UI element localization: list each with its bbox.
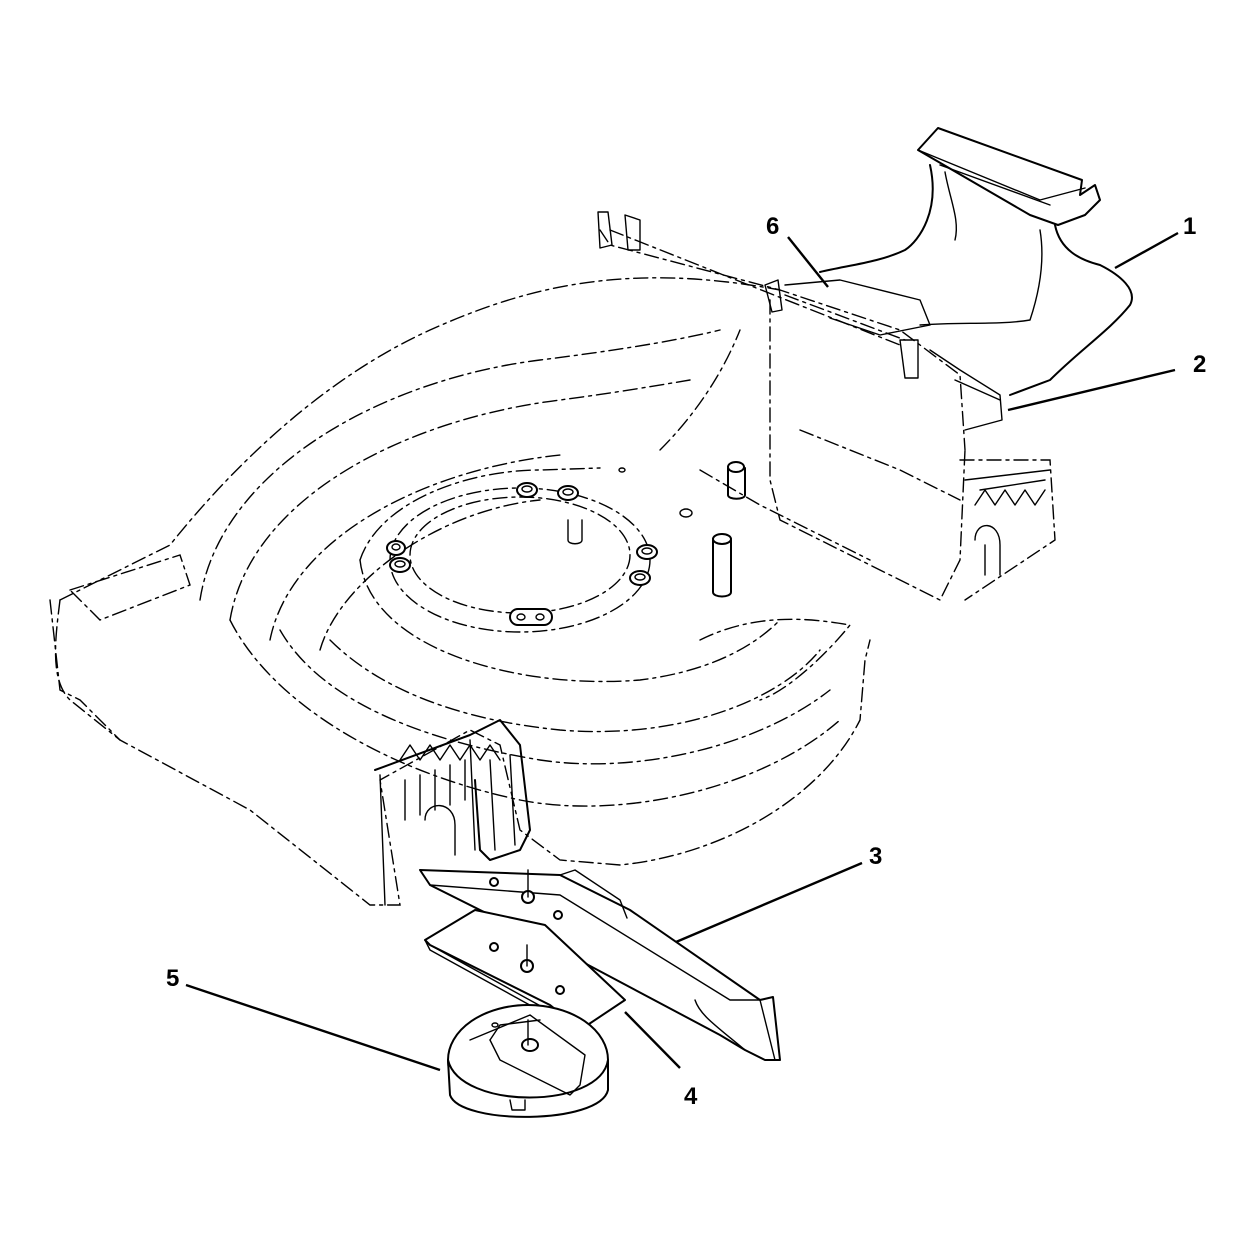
bolt-boss-5 (636, 544, 658, 560)
bolt-boss-2 (557, 485, 579, 501)
leader-2 (1007, 368, 1176, 412)
rear-baffle (929, 349, 1003, 431)
height-post-2 (712, 533, 732, 598)
height-post-1 (727, 461, 746, 500)
bolt-boss-3 (386, 540, 406, 556)
callouts: 1 2 3 4 5 6 (166, 213, 1206, 1110)
bolt-boss-4 (389, 557, 411, 573)
callout-5: 5 (166, 965, 179, 992)
bolt-boss-6 (629, 570, 651, 586)
callout-6: 6 (766, 213, 779, 240)
leader-4 (624, 1011, 681, 1069)
callout-4: 4 (684, 1083, 698, 1110)
blade-adapter (447, 1004, 609, 1118)
callout-3: 3 (869, 843, 882, 870)
spindle-post (567, 519, 583, 545)
leader-3 (675, 861, 863, 944)
callout-1: 1 (1183, 213, 1196, 240)
leader-lines (185, 231, 1179, 1072)
grass-chute (819, 127, 1133, 396)
bolt-boss-7 (509, 608, 553, 626)
leader-6 (787, 236, 829, 288)
mower-housing (49, 211, 1056, 906)
bolt-boss-1 (516, 482, 538, 498)
leader-5 (185, 983, 441, 1072)
leader-1 (1114, 231, 1179, 270)
deflector (784, 279, 931, 341)
callout-2: 2 (1193, 351, 1206, 378)
